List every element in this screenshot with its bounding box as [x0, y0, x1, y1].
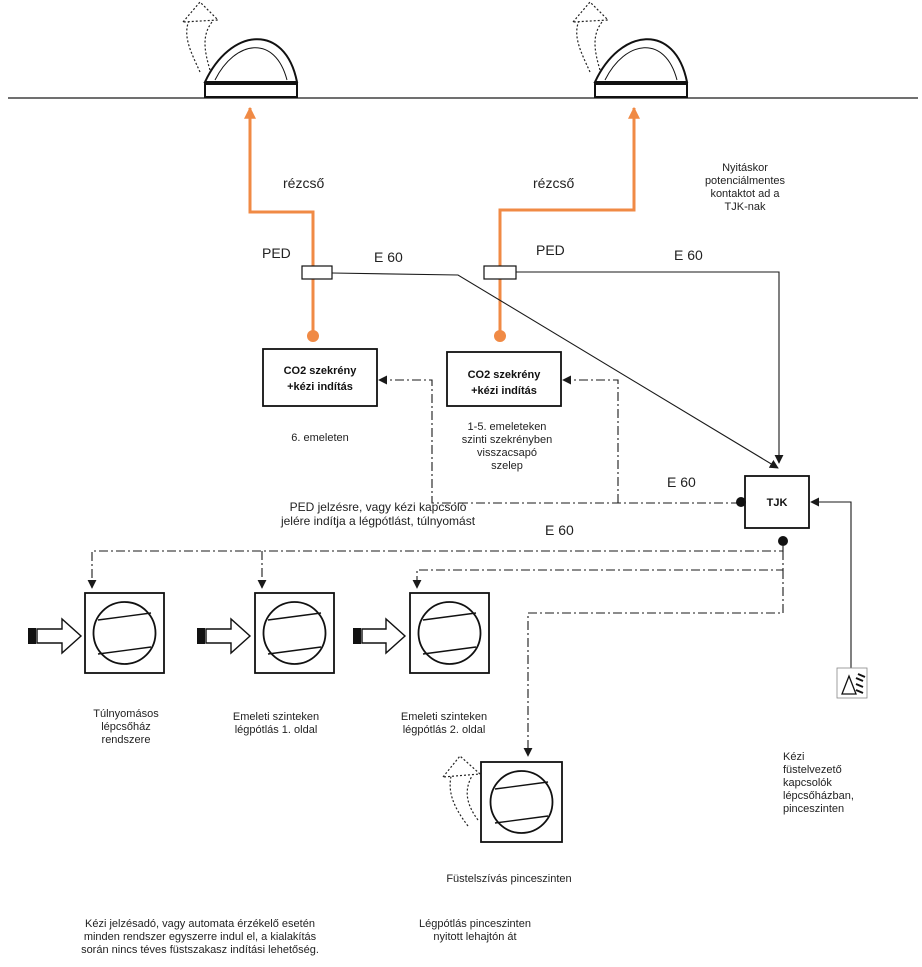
signal-tjk-co2-2 — [562, 375, 619, 503]
copper-pipe-label-2: rézcső — [533, 175, 574, 191]
e60-label-1: E 60 — [374, 249, 403, 265]
fan-3-label: Emeleti szinteken légpótlás 2. oldal — [400, 711, 488, 736]
co2-cabinet-2-line1: CO2 szekrény — [468, 369, 542, 381]
signal-fan-bus — [87, 546, 784, 589]
signal-fan-3 — [412, 551, 784, 589]
roof-vent-2 — [571, 1, 689, 98]
tjk-label: TJK — [767, 497, 788, 509]
roof-vent-1 — [181, 1, 299, 98]
ped-device-2 — [483, 265, 517, 280]
smoke-exhaust-arrow — [441, 755, 482, 827]
co2-cabinet-2 — [446, 351, 562, 407]
pipe-end-1 — [307, 330, 319, 342]
fan-2-label: Emeleti szinteken légpótlás 1. oldal — [232, 711, 320, 736]
e60-label-3: E 60 — [667, 474, 696, 490]
footer-right-note: Légpótlás pinceszinten nyitott lehajtón … — [419, 918, 531, 943]
ped-device-1 — [301, 265, 333, 280]
fan-2 — [254, 592, 335, 674]
manual-switch-icon — [836, 667, 868, 699]
copper-pipe-2 — [498, 106, 640, 335]
contact-note: Nyitáskor potenciálmentes kontaktot ad a… — [704, 162, 786, 213]
air-inlet-arrow-1 — [28, 617, 83, 655]
co2-cabinet-2-line2: +kézi indítás — [471, 385, 537, 397]
air-inlet-arrow-2 — [197, 617, 252, 655]
ped-signal-note: PED jelzésre, vagy kézi kapcsoló jelére … — [280, 500, 476, 528]
co2-cabinet-1 — [262, 348, 378, 407]
ped-label-2: PED — [536, 242, 565, 258]
manual-switch-line — [810, 497, 852, 668]
fan-1-label: Túlnyomásos lépcsőház rendszere — [93, 708, 159, 746]
copper-pipe-1 — [244, 106, 315, 335]
signal-tjk-co2-1 — [378, 375, 740, 504]
fan-4 — [480, 761, 563, 843]
fan-4-label: Füstelszívás pinceszinten — [446, 873, 572, 885]
co2-cabinet-1-line1: CO2 szekrény — [284, 365, 358, 377]
floor-6-label: 6. emeleten — [291, 432, 349, 444]
co2-cabinet-1-line2: +kézi indítás — [287, 381, 353, 393]
signal-fan-4 — [523, 570, 784, 757]
copper-pipe-label-1: rézcső — [283, 175, 324, 191]
fan-1 — [84, 592, 165, 674]
fan-3 — [409, 592, 490, 674]
e60-line-1 — [331, 272, 779, 469]
tjk-node-left — [736, 497, 746, 507]
air-inlet-arrow-3 — [353, 617, 407, 655]
e60-label-2: E 60 — [674, 247, 703, 263]
pipe-end-2 — [494, 330, 506, 342]
manual-switches-note: Kézi füstelvezető kapcsolók lépcsőházban… — [783, 751, 854, 815]
ped-label-1: PED — [262, 245, 291, 261]
tjk-node-bottom — [778, 536, 788, 546]
floors-1-5-note: 1-5. emeleteken szinti szekrényben vissz… — [461, 421, 553, 472]
e60-label-4: E 60 — [545, 522, 574, 538]
footer-left-note: Kézi jelzésadó, vagy automata érzékelő e… — [81, 918, 319, 956]
e60-line-2 — [516, 271, 784, 464]
